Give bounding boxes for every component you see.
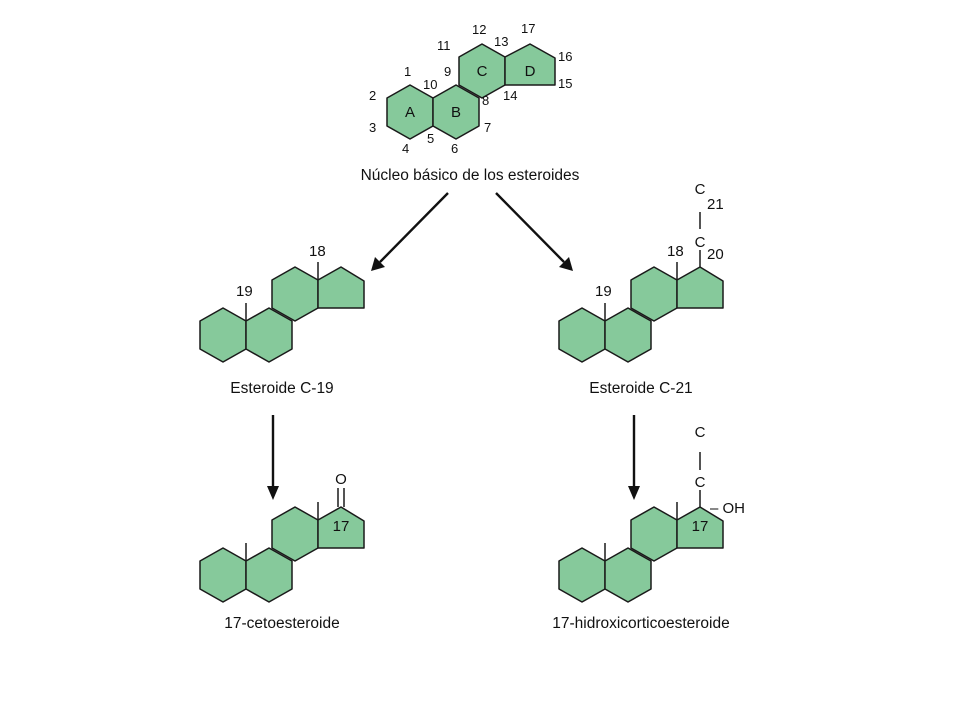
atom-number: 2 — [369, 88, 376, 103]
atom-number: 9 — [444, 64, 451, 79]
arrow-to-c19 — [371, 192, 449, 271]
carbon-number-19: 19 — [236, 283, 253, 300]
basic-steroid-nucleus: A B C D 1 2 3 4 5 6 7 8 9 10 11 12 13 14… — [361, 21, 580, 184]
atom-number: 3 — [369, 120, 376, 135]
atom-number: 5 — [427, 131, 434, 146]
ring-label-c: C — [477, 63, 488, 80]
carbon-number-18: 18 — [309, 243, 326, 260]
ring — [199, 307, 247, 363]
ring — [199, 547, 247, 603]
atom-number: 15 — [558, 76, 572, 91]
oxygen-atom: O — [335, 471, 347, 488]
atom-number: 7 — [484, 120, 491, 135]
atom-number: 4 — [402, 141, 409, 156]
17-ketosteroid: O 17 17-cetoesteroide — [199, 471, 365, 632]
side-chain-carbon: C — [695, 474, 706, 491]
nucleus-caption: Núcleo básico de los esteroides — [361, 167, 580, 184]
atom-number: 16 — [558, 49, 572, 64]
ring-label-d: D — [525, 63, 536, 80]
ring — [558, 307, 606, 363]
ring-label-b: B — [451, 104, 461, 121]
ring — [317, 266, 365, 309]
ring — [558, 547, 606, 603]
ring — [317, 506, 365, 549]
hydroxyl-group: – OH — [710, 500, 745, 517]
ring-label-a: A — [405, 104, 415, 121]
carbon-20: C — [695, 234, 706, 251]
atom-number: 11 — [437, 38, 451, 53]
atom-number: 1 — [404, 64, 411, 79]
ring-d — [504, 43, 556, 86]
arrow-to-c21 — [495, 192, 573, 271]
ketosteroid-caption: 17-cetoesteroide — [224, 615, 339, 632]
atom-number: 13 — [494, 34, 508, 49]
carbon-number-17: 17 — [692, 518, 709, 535]
atom-number: 12 — [472, 22, 486, 37]
carbon-number-19: 19 — [595, 283, 612, 300]
carbon-number-17: 17 — [333, 518, 350, 535]
carbon-number-21: 21 — [707, 196, 724, 213]
hydroxycorticosteroid-caption: 17-hidroxicorticoesteroide — [552, 615, 729, 632]
carbon-number-18: 18 — [667, 243, 684, 260]
atom-number: 17 — [521, 21, 535, 36]
c21-steroid: 18 19 C 20 C 21 Esteroide C-21 — [558, 181, 724, 397]
c21-caption: Esteroide C-21 — [589, 380, 692, 397]
17-hydroxycorticosteroid: C C – OH 17 17-hidroxicorticoesteroide — [552, 424, 745, 632]
ring — [676, 506, 724, 549]
atom-number: 6 — [451, 141, 458, 156]
atom-number: 8 — [482, 93, 489, 108]
c19-steroid: 18 19 Esteroide C-19 — [199, 243, 365, 397]
ring — [676, 266, 724, 309]
side-chain-carbon: C — [695, 424, 706, 441]
c19-caption: Esteroide C-19 — [230, 380, 333, 397]
atom-number: 14 — [503, 88, 517, 103]
carbon-21: C — [695, 181, 706, 198]
arrow-to-ketosteroid — [267, 415, 279, 500]
atom-number: 10 — [423, 77, 437, 92]
ring-b — [432, 84, 480, 140]
carbon-number-20: 20 — [707, 246, 724, 263]
arrow-to-hydroxycorticosteroid — [628, 415, 640, 500]
